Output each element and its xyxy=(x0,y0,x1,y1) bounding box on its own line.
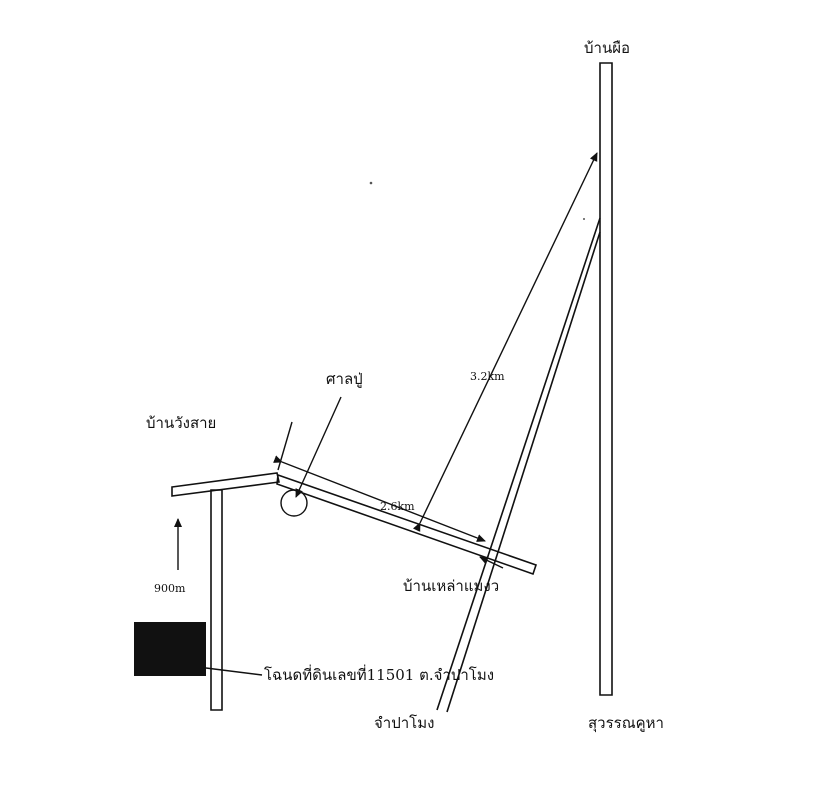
land-parcel xyxy=(134,622,206,676)
label-distance-2-6km: 2.6km xyxy=(380,500,415,513)
label-san-pu: ศาลปู่ xyxy=(326,370,363,388)
ban-lao-maeng-pointer-arrow xyxy=(479,556,504,569)
distance-arrow-3-2km xyxy=(412,152,598,532)
label-distance-900m: 900m xyxy=(154,582,186,595)
distance-arrow-2-6km xyxy=(273,455,486,542)
label-champa-mong: จำปาโมง xyxy=(374,714,434,732)
road-to-ban-wang-sai xyxy=(171,472,280,497)
vertical-road-left xyxy=(210,489,223,711)
main-road-right xyxy=(599,62,613,696)
scan-speck xyxy=(369,181,373,185)
scan-speck xyxy=(583,218,585,220)
label-ban-pue: บ้านผือ xyxy=(584,39,630,57)
road-to-ban-lao-maeng xyxy=(276,473,538,576)
label-ban-lao-maeng: บ้านเหล่าแมงว xyxy=(403,577,499,595)
san-pu-marker xyxy=(280,489,308,517)
diagonal-road xyxy=(436,217,601,713)
label-distance-3-2km: 3.2km xyxy=(470,370,505,383)
label-suwannakuha: สุวรรณคูหา xyxy=(588,714,664,733)
label-land-parcel: โฉนดที่ดินเลขที่11501 ต.จำปาโมง xyxy=(264,664,494,684)
label-ban-wang-sai: บ้านวังสาย xyxy=(146,414,216,432)
land-parcel-leader xyxy=(205,667,263,676)
